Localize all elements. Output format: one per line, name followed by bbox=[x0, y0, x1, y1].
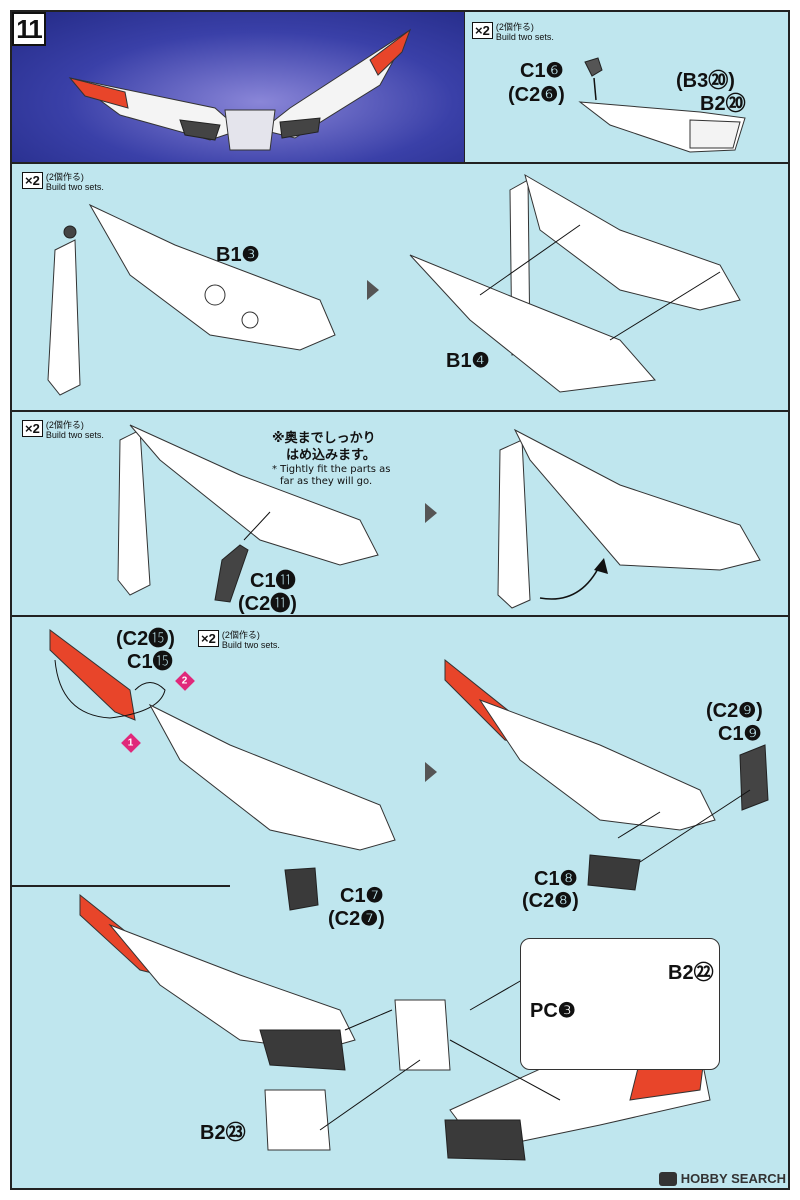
build-note-jp: (2個作る) bbox=[495, 22, 534, 32]
label-c2-11: (C2⓫) bbox=[238, 593, 297, 615]
label-b3-20: (B3⑳) bbox=[676, 70, 735, 92]
divider-h4 bbox=[10, 885, 230, 887]
next-arrow-panel2 bbox=[367, 280, 379, 300]
build-note-en: Build two sets. bbox=[45, 182, 104, 192]
multiplier-badge: ×2 bbox=[22, 420, 43, 437]
pc-detail-callout bbox=[520, 938, 720, 1070]
label-c1-15: C1⓯ bbox=[127, 651, 173, 673]
label-c1-6: C1❻ bbox=[520, 60, 564, 82]
panel4-right-parts bbox=[444, 658, 769, 891]
label-pc3: PC❸ bbox=[530, 1000, 576, 1022]
label-c1-9: C1❾ bbox=[718, 723, 762, 745]
build-note-panel2: ×2 (2個作る) Build two sets. bbox=[22, 172, 104, 192]
label-b2-23: B2㉓ bbox=[200, 1122, 246, 1144]
build-note-en: Build two sets. bbox=[495, 32, 554, 42]
build-note-panel4: ×2 (2個作る) Build two sets. bbox=[198, 630, 280, 650]
build-note-jp: (2個作る) bbox=[45, 420, 84, 430]
label-c1-8: C1❽ bbox=[534, 868, 578, 890]
label-c1-7: C1❼ bbox=[340, 885, 384, 907]
label-c2-8: (C2❽) bbox=[522, 890, 579, 912]
hobby-search-logo-icon bbox=[658, 1171, 677, 1186]
hero-wings-art bbox=[68, 28, 412, 151]
panel3-right-parts bbox=[497, 428, 761, 609]
build-note-en: Build two sets. bbox=[221, 640, 280, 650]
label-c2-6: (C2❻) bbox=[508, 84, 565, 106]
build-note-jp: (2個作る) bbox=[45, 172, 84, 182]
panel4-left-parts bbox=[49, 629, 396, 911]
fit-note-jp-line2: はめ込みます。 bbox=[286, 448, 376, 463]
panel2-right-parts bbox=[409, 173, 741, 393]
divider-h3 bbox=[10, 615, 790, 617]
divider-v1 bbox=[463, 10, 465, 164]
panel1-parts bbox=[578, 57, 746, 153]
build-note-en: Build two sets. bbox=[45, 430, 104, 440]
next-arrow-panel3 bbox=[425, 503, 437, 523]
label-c1-11: C1⓫ bbox=[250, 570, 296, 592]
label-c2-7: (C2❼) bbox=[328, 908, 385, 930]
fit-note: ※奥までしっかり はめ込みます。 * Tightly fit the parts… bbox=[272, 430, 390, 488]
divider-h1 bbox=[10, 162, 790, 164]
multiplier-badge: ×2 bbox=[198, 630, 219, 647]
hobby-search-watermark: HOBBY SEARCH bbox=[658, 1171, 786, 1186]
fit-note-en-line1: * Tightly fit the parts as bbox=[272, 464, 391, 475]
panel3-left-parts bbox=[117, 424, 379, 603]
label-b2-22: B2㉒ bbox=[668, 962, 714, 984]
next-arrow-panel4 bbox=[425, 762, 437, 782]
build-note-panel3: ×2 (2個作る) Build two sets. bbox=[22, 420, 104, 440]
multiplier-badge: ×2 bbox=[22, 172, 43, 189]
divider-h2 bbox=[10, 410, 790, 412]
multiplier-badge: ×2 bbox=[472, 22, 493, 39]
label-c2-9: (C2❾) bbox=[706, 700, 763, 722]
fit-note-en-line2: far as they will go. bbox=[280, 476, 373, 487]
build-note-panel1: ×2 (2個作る) Build two sets. bbox=[472, 22, 554, 42]
label-c2-15: (C2⓯) bbox=[116, 628, 175, 650]
label-b1-3: B1❸ bbox=[216, 244, 260, 266]
fit-note-jp-line1: ※奥までしっかり bbox=[272, 431, 376, 446]
watermark-text: HOBBY SEARCH bbox=[680, 1171, 786, 1186]
panel2-left-parts bbox=[47, 203, 336, 396]
build-note-jp: (2個作る) bbox=[221, 630, 260, 640]
label-b1-4: B1❹ bbox=[446, 350, 490, 372]
label-b2-20: B2⑳ bbox=[700, 93, 746, 115]
step-number: 11 bbox=[12, 12, 46, 46]
